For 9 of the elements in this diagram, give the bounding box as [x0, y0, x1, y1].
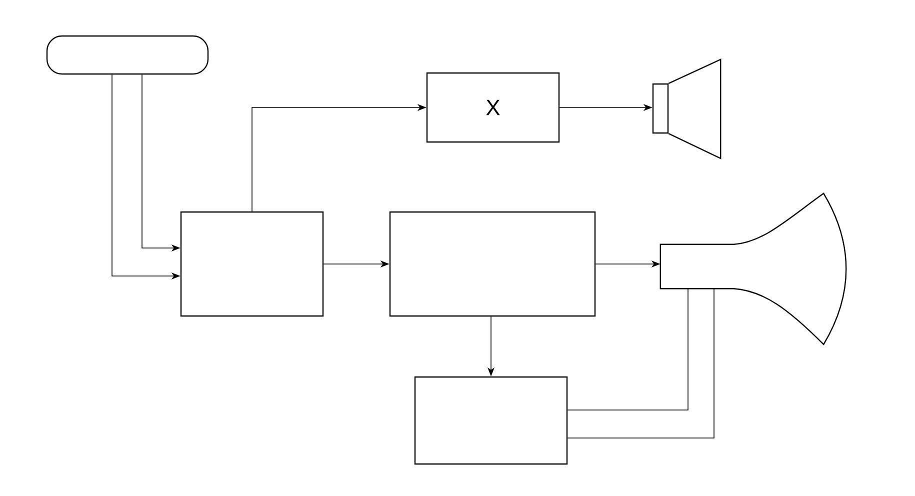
block-box	[414, 376, 568, 465]
labelled-box: X	[426, 72, 560, 143]
antenna-bar	[46, 35, 209, 75]
loudspeaker-drawing	[652, 58, 722, 160]
picture-tube-drawing	[660, 192, 847, 345]
connector-line	[567, 288, 714, 438]
block-box	[180, 211, 324, 317]
block-box	[389, 211, 596, 317]
connector-line	[567, 288, 688, 410]
